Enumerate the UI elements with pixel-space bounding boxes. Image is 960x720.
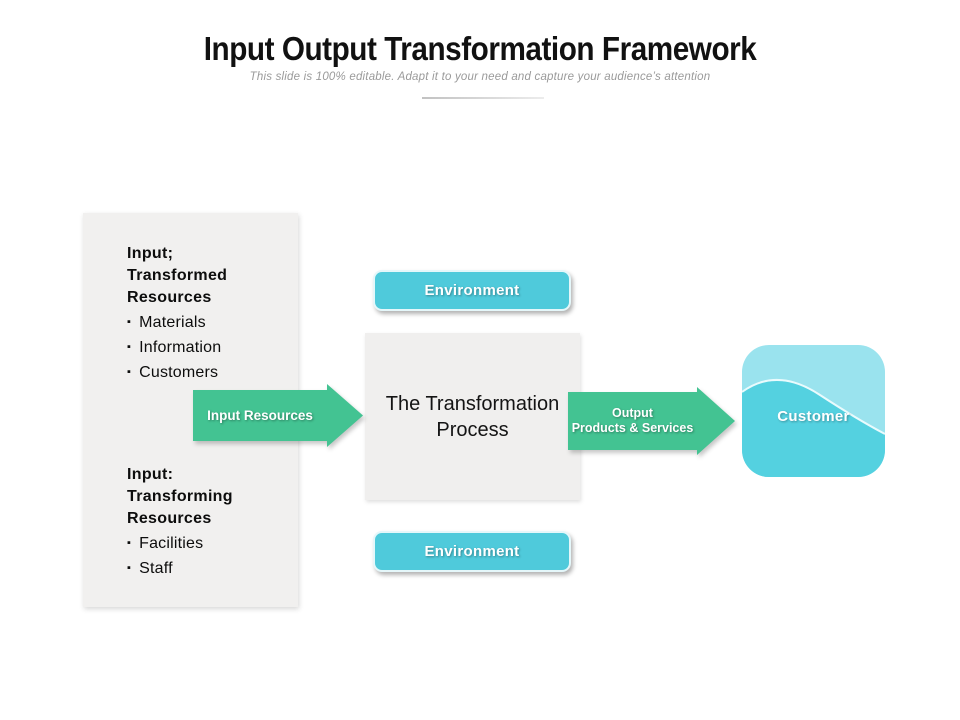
right-arrow-icon bbox=[193, 384, 363, 447]
input-transformed-bullets: Materials Information Customers bbox=[127, 311, 267, 386]
environment-box-top: Environment bbox=[373, 270, 571, 311]
right-arrow-icon bbox=[568, 387, 735, 455]
page-subtitle: This slide is 100% editable. Adapt it to… bbox=[249, 71, 711, 83]
customer-box: Customer bbox=[742, 345, 885, 477]
customer-wave bbox=[742, 379, 885, 477]
header-divider-line bbox=[422, 97, 544, 99]
output-products-arrow-label: Output Products & Services bbox=[568, 392, 697, 450]
bullet-item: Customers bbox=[127, 361, 267, 386]
input-transformed-section: Input; Transformed Resources Materials I… bbox=[127, 243, 267, 386]
output-arrow-label-line1: Output bbox=[612, 406, 653, 420]
page-title: Input Output Transformation Framework bbox=[0, 30, 960, 68]
input-transformed-heading: Input; Transformed Resources bbox=[127, 245, 228, 306]
page-title-text: Input Output Transformation Framework bbox=[203, 30, 757, 67]
environment-box-bottom: Environment bbox=[373, 531, 571, 572]
bullet-item: Information bbox=[127, 336, 267, 361]
bullet-item: Facilities bbox=[127, 532, 267, 557]
transformation-process-label: The Transformation Process bbox=[385, 392, 560, 441]
input-transforming-heading: Input: Transforming Resources bbox=[127, 466, 233, 527]
bullet-item: Staff bbox=[127, 557, 267, 582]
transformation-process-box: The Transformation Process bbox=[365, 333, 580, 500]
customer-label: Customer bbox=[777, 407, 850, 425]
environment-bottom-label: Environment bbox=[424, 543, 520, 560]
output-products-arrow: Output Products & Services bbox=[568, 387, 735, 455]
output-arrow-label-line2: Products & Services bbox=[571, 421, 694, 435]
bullet-item: Materials bbox=[127, 311, 267, 336]
input-panel-content: Input; Transformed Resources Materials I… bbox=[127, 243, 267, 582]
environment-top-label: Environment bbox=[424, 282, 520, 299]
input-resources-arrow: Input Resources bbox=[193, 384, 363, 447]
input-transforming-bullets: Facilities Staff bbox=[127, 532, 267, 582]
input-transforming-section: Input: Transforming Resources Facilities… bbox=[127, 464, 267, 582]
input-resources-arrow-label: Input Resources bbox=[207, 408, 313, 423]
